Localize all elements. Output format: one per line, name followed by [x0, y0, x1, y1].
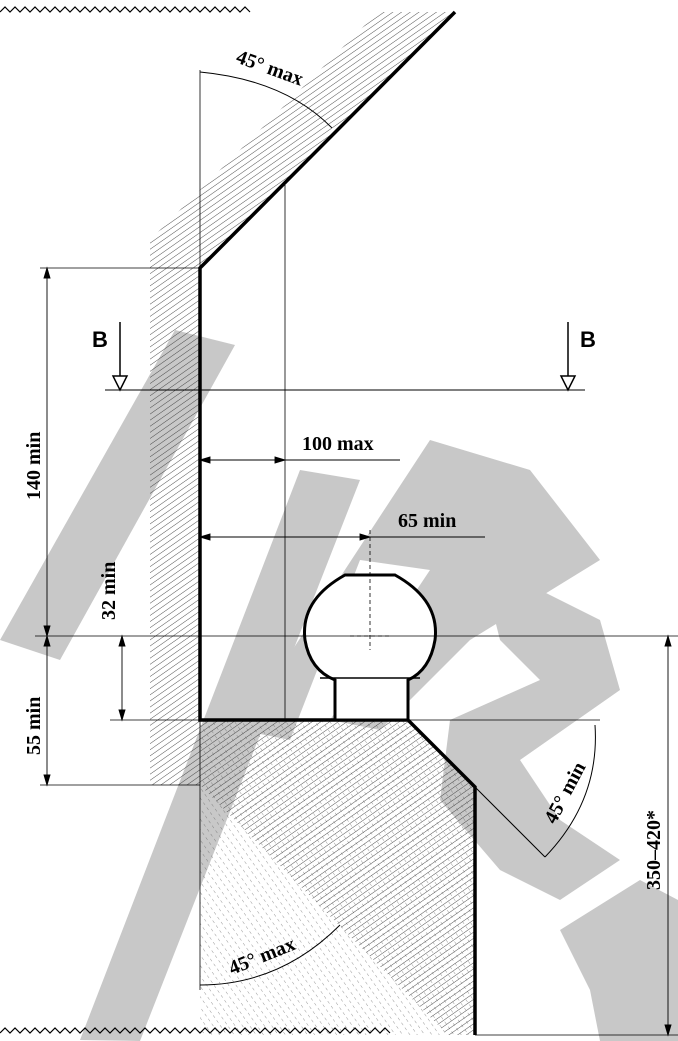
- height-55-label: 55 min: [23, 697, 45, 755]
- section-label-right: B: [580, 327, 596, 352]
- width-65-label: 65 min: [398, 510, 456, 532]
- top-break-line: [0, 6, 251, 13]
- extension-lines: [35, 267, 678, 1036]
- section-label-left: B: [92, 327, 108, 352]
- height-range-label: 350–420*: [643, 810, 665, 890]
- angle-arcs: [199, 71, 596, 986]
- section-arrow-right: [559, 322, 577, 392]
- width-100-label: 100 max: [302, 433, 374, 455]
- dimension-lines: [43, 266, 672, 1037]
- ball-center-mark: [350, 530, 390, 650]
- tow-ball: [303, 573, 437, 722]
- height-140-label: 140 min: [23, 432, 45, 500]
- section-arrow-left: [111, 322, 129, 392]
- lower-body-hatched-region: [200, 720, 475, 1035]
- height-32-label: 32 min: [98, 562, 120, 620]
- angle-top-label: 45° max: [233, 46, 306, 91]
- angle-right-label: 45° min: [540, 758, 591, 827]
